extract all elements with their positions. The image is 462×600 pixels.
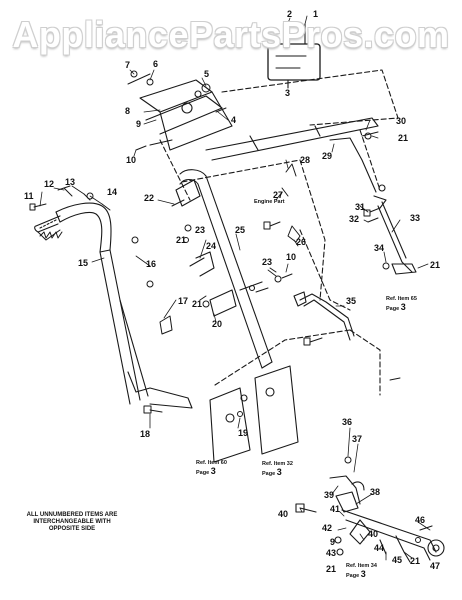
rod-29-30 <box>329 131 379 193</box>
callout-2: 2 <box>287 9 293 19</box>
callout-47: 47 <box>430 561 441 571</box>
callout-23b: 23 <box>262 257 273 267</box>
callout-36: 36 <box>342 417 353 427</box>
callout-27: 27 <box>273 190 284 200</box>
callout-30: 30 <box>396 116 407 126</box>
upper-rod <box>205 117 379 161</box>
ref-32-label: Ref. Item 32 Page 3 <box>262 461 293 478</box>
spring <box>39 231 63 239</box>
callout-21f: 21 <box>410 556 421 566</box>
bottom-assembly <box>295 475 445 563</box>
fasteners <box>29 70 421 543</box>
callout-16: 16 <box>146 259 157 269</box>
ref-65-line2: Page <box>386 305 400 312</box>
side-panels <box>209 365 299 463</box>
callout-7: 7 <box>125 60 131 70</box>
linkage-33 <box>373 184 417 275</box>
callout-38: 38 <box>370 487 381 497</box>
control-bracket <box>139 79 233 151</box>
callout-4: 4 <box>231 115 237 125</box>
callout-9b: 9 <box>330 537 336 547</box>
callout-39: 39 <box>324 490 335 500</box>
callout-3: 3 <box>285 88 291 98</box>
callout-21d: 21 <box>192 299 203 309</box>
callout-42: 42 <box>322 523 333 533</box>
engine-part-label: Engine Part <box>254 199 285 205</box>
callout-21b: 21 <box>398 133 409 143</box>
callout-34: 34 <box>374 243 385 253</box>
rod-35 <box>293 291 355 341</box>
callout-31: 31 <box>355 202 366 212</box>
watermark: AppliancePartsPros.com <box>12 14 450 55</box>
callout-6: 6 <box>153 59 159 69</box>
callout-13: 13 <box>65 177 76 187</box>
left-handle <box>34 202 193 409</box>
callout-14: 14 <box>107 187 118 197</box>
callout-21c: 21 <box>430 260 441 270</box>
callout-8: 8 <box>125 106 131 116</box>
ref-60-page: 3 <box>210 465 216 476</box>
callout-40b: 40 <box>368 529 379 539</box>
callout-15: 15 <box>78 258 89 268</box>
lever-24 <box>189 251 263 317</box>
ref-34-label: Ref. Item 34 Page 3 <box>346 563 377 580</box>
callout-43: 43 <box>326 548 337 558</box>
callout-21a: 21 <box>176 235 187 245</box>
callout-40a: 40 <box>278 509 289 519</box>
callout-24: 24 <box>206 241 217 251</box>
ref-60-line2: Page <box>196 469 210 476</box>
callout-33: 33 <box>410 213 421 223</box>
callout-18: 18 <box>140 429 151 439</box>
callout-19: 19 <box>238 428 249 438</box>
callout-9: 9 <box>136 119 142 129</box>
decal-part <box>267 23 321 89</box>
callout-23a: 23 <box>195 225 206 235</box>
callout-37: 37 <box>352 434 363 444</box>
callout-5: 5 <box>204 69 210 79</box>
ref-32-line2: Page <box>262 470 276 477</box>
ref-60-label: Ref. Item 60 Page 3 <box>196 460 227 477</box>
callout-22: 22 <box>144 193 155 203</box>
leader-lines <box>39 15 431 561</box>
ref-32-page: 3 <box>276 466 282 477</box>
callout-32: 32 <box>349 214 360 224</box>
callout-20: 20 <box>212 319 223 329</box>
callout-41: 41 <box>330 504 341 514</box>
callout-46: 46 <box>415 515 426 525</box>
callout-28: 28 <box>300 155 311 165</box>
callout-21e: 21 <box>326 564 337 574</box>
ref-65-label: Ref. Item 65 Page 3 <box>386 296 417 313</box>
callout-45: 45 <box>392 555 403 565</box>
ref-34-line2: Page <box>346 572 360 579</box>
ref-65-line1: Ref. Item 65 <box>386 296 417 302</box>
callout-10b: 10 <box>286 252 297 262</box>
callout-44: 44 <box>374 543 385 553</box>
ref-60-line1: Ref. Item 60 <box>196 460 227 466</box>
callout-10a: 10 <box>126 155 137 165</box>
ref-34-page: 3 <box>360 568 366 579</box>
ref-34-line1: Ref. Item 34 <box>346 563 377 569</box>
callout-29: 29 <box>322 151 333 161</box>
callout-1: 1 <box>313 9 319 19</box>
ref-65-page: 3 <box>400 301 406 312</box>
callout-25: 25 <box>235 225 246 235</box>
center-handle <box>175 169 273 369</box>
callout-35: 35 <box>346 296 357 306</box>
callout-26: 26 <box>296 237 307 247</box>
callout-11: 11 <box>24 191 34 201</box>
callout-12: 12 <box>44 179 55 189</box>
ref-32-line1: Ref. Item 32 <box>262 461 293 467</box>
callout-17: 17 <box>178 296 189 306</box>
interchangeable-note: ALL UNNUMBERED ITEMS ARE INTERCHANGEABLE… <box>26 512 118 532</box>
